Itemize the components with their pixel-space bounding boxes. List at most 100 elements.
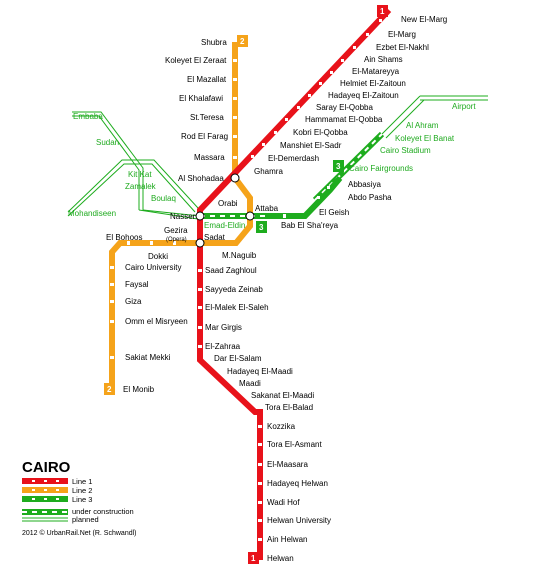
svg-text:3: 3 <box>259 223 264 232</box>
station-helmiet-el-zaitoun[interactable]: Helmiet El-Zaitoun <box>340 79 406 88</box>
station-orabi[interactable]: Orabi <box>218 199 238 208</box>
station-el-maasara[interactable]: El-Maasara <box>267 460 308 469</box>
svg-text:2: 2 <box>107 385 112 394</box>
station-opera[interactable]: Gezira <box>164 226 188 235</box>
station-abbasiya[interactable]: Abbasiya <box>348 180 381 189</box>
legend-line2-label: Line 2 <box>72 486 92 495</box>
station-al-ahram[interactable]: Al Ahram <box>406 121 439 130</box>
station-manshiet-el-sadr[interactable]: Manshiet El-Sadr <box>280 141 342 150</box>
station-kobri-el-qobba[interactable]: Kobri El-Qobba <box>293 128 348 137</box>
station-hadayeq-el-maadi[interactable]: Hadayeq El-Maadi <box>227 367 293 376</box>
legend-line3-label: Line 3 <box>72 495 92 504</box>
station-saray-el-qobba[interactable]: Saray El-Qobba <box>316 103 373 112</box>
line-badges: 1 1 2 2 3 3 <box>104 5 388 564</box>
station-el-mazallat[interactable]: El Mazallat <box>187 75 227 84</box>
station-el-malek-el-saleh[interactable]: El-Malek El-Saleh <box>205 303 269 312</box>
station-ain-helwan[interactable]: Ain Helwan <box>267 535 307 544</box>
station-kozzika[interactable]: Kozzika <box>267 422 296 431</box>
station-el-zahraa[interactable]: El-Zahraa <box>205 342 241 351</box>
station-cairo-fairgrounds[interactable]: Cairo Fairgrounds <box>349 164 413 173</box>
svg-text:1: 1 <box>251 554 256 563</box>
station-mar-girgis[interactable]: Mar Girgis <box>205 323 242 332</box>
credit: 2012 © UrbanRail.Net (R. Schwandl) <box>22 529 137 537</box>
station-hadayeq-el-zaitoun[interactable]: Hadayeq El-Zaitoun <box>328 91 399 100</box>
station-dar-el-salam[interactable]: Dar El-Salam <box>214 354 262 363</box>
svg-text:1: 1 <box>380 7 385 16</box>
station-boulaq[interactable]: Boulaq <box>151 194 176 203</box>
line3-badge-west <box>256 221 267 233</box>
station-opera-sub[interactable]: (Opera) <box>166 237 187 243</box>
station-helwan[interactable]: Helwan <box>267 554 294 563</box>
station-tora-el-asmant[interactable]: Tora El-Asmant <box>267 440 322 449</box>
interchange-stations <box>195 173 255 248</box>
station-ain-shams[interactable]: Ain Shams <box>364 55 403 64</box>
line1-labels: New El-Marg El-Marg Ezbet El-Nakhl Ain S… <box>170 15 447 563</box>
line3-labels: Bab El Sha'reya El Geish Abdo Pasha Abba… <box>68 102 476 230</box>
map-title: CAIRO <box>22 459 71 476</box>
station-el-matareyya[interactable]: El-Matareyya <box>352 67 400 76</box>
station-el-khalafawi[interactable]: El Khalafawi <box>179 94 223 103</box>
station-kit-kat[interactable]: Kit Kat <box>128 170 152 179</box>
station-cairo-university[interactable]: Cairo University <box>125 263 181 272</box>
station-hammamat-el-qobba[interactable]: Hammamat El-Qobba <box>305 115 383 124</box>
station-new-el-marg[interactable]: New El-Marg <box>401 15 447 24</box>
station-mohandiseen[interactable]: Mohandiseen <box>68 209 116 218</box>
station-abdo-pasha[interactable]: Abdo Pasha <box>348 193 392 202</box>
station-sakiat-mekki[interactable]: Sakiat Mekki <box>125 353 171 362</box>
interchange-al-shohadaa[interactable] <box>230 173 240 183</box>
station-ghamra[interactable]: Ghamra <box>254 167 283 176</box>
station-omm-el-misryeen[interactable]: Omm el Misryeen <box>125 317 188 326</box>
station-el-monib[interactable]: El Monib <box>123 385 155 394</box>
station-el-marg[interactable]: El-Marg <box>388 30 416 39</box>
station-hadayeq-helwan[interactable]: Hadayeq Helwan <box>267 479 328 488</box>
legend-line1-label: Line 1 <box>72 477 92 486</box>
station-sadat[interactable]: Sadat <box>204 233 226 242</box>
station-maadi[interactable]: Maadi <box>239 379 261 388</box>
line1-badge-north <box>377 5 388 17</box>
interchange-nasser[interactable] <box>195 211 205 221</box>
station-saad-zaghloul[interactable]: Saad Zaghloul <box>205 266 257 275</box>
station-zamalek[interactable]: Zamalek <box>125 182 157 191</box>
station-nasser[interactable]: Nasser <box>170 212 196 221</box>
station-ezbet-el-nakhl[interactable]: Ezbet El-Nakhl <box>376 43 429 52</box>
station-attaba[interactable]: Attaba <box>255 204 279 213</box>
station-m-naguib[interactable]: M.Naguib <box>222 251 257 260</box>
line2-labels: Shubra Koleyet El Zeraat El Mazallat El … <box>106 38 279 394</box>
planned-lines <box>67 95 488 220</box>
station-st-teresa[interactable]: St.Teresa <box>190 113 224 122</box>
station-airport[interactable]: Airport <box>452 102 476 111</box>
station-sudan[interactable]: Sudan <box>96 138 119 147</box>
station-massara[interactable]: Massara <box>194 153 225 162</box>
station-helwan-university[interactable]: Helwan University <box>267 516 331 525</box>
station-al-shohadaa[interactable]: Al Shohadaa <box>178 174 224 183</box>
station-el-bohoos[interactable]: El Bohoos <box>106 233 142 242</box>
station-wadi-hof[interactable]: Wadi Hof <box>267 498 300 507</box>
interchange-sadat[interactable] <box>195 238 205 248</box>
line2-badge-south <box>104 383 115 395</box>
station-dokki[interactable]: Dokki <box>148 252 168 261</box>
station-sayyeda-zeinab[interactable]: Sayyeda Zeinab <box>205 285 263 294</box>
station-el-demerdash[interactable]: El-Demerdash <box>268 154 319 163</box>
station-bab-el-sharya[interactable]: Bab El Sha'reya <box>281 221 339 230</box>
station-tora-el-balad[interactable]: Tora El-Balad <box>265 403 313 412</box>
station-shubra[interactable]: Shubra <box>201 38 227 47</box>
station-faysal[interactable]: Faysal <box>125 280 149 289</box>
station-embaba[interactable]: Embaba <box>73 112 103 121</box>
svg-text:2: 2 <box>240 37 245 46</box>
station-emad-eldin[interactable]: Emad-Eldin <box>204 221 245 230</box>
station-rod-el-farag[interactable]: Rod El Farag <box>181 132 228 141</box>
station-cairo-stadium[interactable]: Cairo Stadium <box>380 146 431 155</box>
station-ticks <box>110 19 382 541</box>
legend-planned-label: planned <box>72 515 99 524</box>
line2-badge-north <box>237 35 248 47</box>
line3-badge-east <box>333 160 344 172</box>
station-el-geish[interactable]: El Geish <box>319 208 349 217</box>
station-sakanat-el-maadi[interactable]: Sakanat El-Maadi <box>251 391 314 400</box>
station-koleyet-el-zeraat[interactable]: Koleyet El Zeraat <box>165 56 227 65</box>
line1-badge-south <box>248 552 259 564</box>
station-giza[interactable]: Giza <box>125 297 142 306</box>
interchange-attaba[interactable] <box>245 211 255 221</box>
svg-text:3: 3 <box>336 162 341 171</box>
station-koleyet-el-banat[interactable]: Koleyet El Banat <box>395 134 455 143</box>
